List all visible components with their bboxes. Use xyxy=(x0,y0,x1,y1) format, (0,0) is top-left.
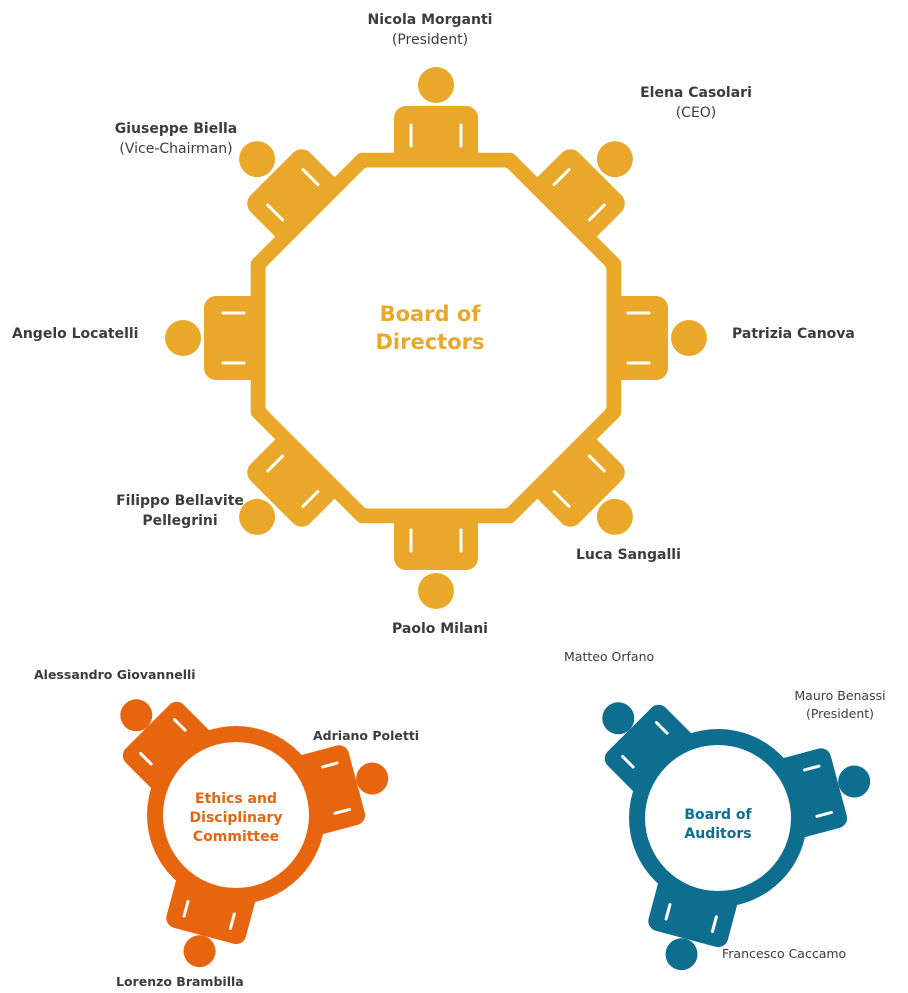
round-table-inner xyxy=(163,742,309,888)
member-label-luca-sangalli: Luca Sangalli xyxy=(576,547,681,563)
member-role: (President) xyxy=(805,706,875,721)
chair-armrest-mark xyxy=(803,764,821,772)
chair-armrest-mark xyxy=(228,912,236,930)
person-head-icon xyxy=(418,573,454,609)
member-label-matteo-orfano: Matteo Orfano xyxy=(564,649,655,664)
person-head-icon xyxy=(418,67,454,103)
member-label-alessandro-giovannelli: Alessandro Giovannelli xyxy=(34,667,196,682)
chair-shape xyxy=(604,704,695,795)
person-head-icon xyxy=(602,702,635,735)
chair-armrest-mark xyxy=(621,754,635,769)
chair-armrest-mark xyxy=(301,168,320,187)
member-label-lorenzo-brambilla: Lorenzo Brambilla xyxy=(116,974,244,989)
chair-armrest-mark xyxy=(552,489,571,508)
person-head-icon xyxy=(356,762,389,795)
member-label-angelo-locatelli: Angelo Locatelli xyxy=(12,326,139,342)
round-table-inner xyxy=(645,745,791,891)
member-label-nicola-morganti: Nicola Morganti (President) xyxy=(330,10,530,50)
member-name: Mauro Benassi xyxy=(794,688,886,703)
seat-alessandro-giovannelli xyxy=(120,699,213,792)
chair-armrest-mark xyxy=(587,203,606,222)
member-name-line1: Filippo Bellavite xyxy=(116,493,244,509)
member-label-giuseppe-biella: Giuseppe Biella (Vice-Chairman) xyxy=(76,119,276,159)
ethics-committee-title-line2: Disciplinary xyxy=(189,810,283,826)
board-of-directors-title-line2: Directors xyxy=(375,330,485,354)
chair-armrest-mark xyxy=(266,203,285,222)
ethics-committee-diagram xyxy=(120,699,389,968)
member-role: (CEO) xyxy=(675,105,717,121)
member-name-line2: Pellegrini xyxy=(142,513,218,529)
member-label-adriano-poletti: Adriano Poletti xyxy=(313,728,420,743)
member-label-filippo-bellavite-pellegrini: Filippo Bellavite Pellegrini xyxy=(80,491,280,531)
member-label-paolo-milani: Paolo Milani xyxy=(392,621,488,637)
octagon-table-inner xyxy=(265,167,607,509)
chair-armrest-mark xyxy=(815,810,833,818)
person-head-icon xyxy=(183,935,216,968)
chair-shape xyxy=(122,701,213,792)
member-label-patrizia-canova: Patrizia Canova xyxy=(732,326,855,342)
chair-armrest-mark xyxy=(139,751,153,766)
chair-armrest-mark xyxy=(552,168,571,187)
member-role: (President) xyxy=(391,32,469,48)
chair-armrest-mark xyxy=(587,454,606,473)
chair-armrest-mark xyxy=(664,903,672,921)
person-head-icon xyxy=(671,320,707,356)
board-of-auditors-title-line2: Auditors xyxy=(684,826,752,842)
chair-armrest-mark xyxy=(333,807,351,815)
person-head-icon xyxy=(239,141,276,178)
member-name: Nicola Morganti xyxy=(367,12,493,28)
board-of-directors-title-line1: Board of xyxy=(379,302,481,326)
seat-matteo-orfano xyxy=(602,702,695,795)
person-head-icon xyxy=(239,498,276,535)
person-head-icon xyxy=(665,938,698,971)
ethics-committee-title-line3: Committee xyxy=(192,829,280,845)
chair-armrest-mark xyxy=(172,718,187,732)
chair-armrest-mark xyxy=(266,454,285,473)
member-label-elena-casolari: Elena Casolari (CEO) xyxy=(596,83,796,123)
person-head-icon xyxy=(596,498,633,535)
board-of-auditors-title: Board of Auditors xyxy=(668,806,768,844)
person-head-icon xyxy=(596,141,633,178)
member-role: (Vice-Chairman) xyxy=(119,141,233,157)
board-of-directors-diagram xyxy=(165,67,707,609)
person-head-icon xyxy=(165,320,201,356)
member-name: Elena Casolari xyxy=(640,85,752,101)
ethics-committee-title: Ethics and Disciplinary Committee xyxy=(156,790,316,847)
chair-armrest-mark xyxy=(301,489,320,508)
chair-armrest-mark xyxy=(321,761,339,769)
board-of-auditors-title-line1: Board of xyxy=(684,807,752,823)
member-label-francesco-caccamo: Francesco Caccamo xyxy=(722,946,847,961)
person-head-icon xyxy=(838,765,871,798)
ethics-committee-title-line1: Ethics and xyxy=(195,791,277,807)
person-head-icon xyxy=(120,699,153,732)
chair-armrest-mark xyxy=(710,915,718,933)
board-of-directors-title: Board of Directors xyxy=(350,300,510,356)
member-label-mauro-benassi: Mauro Benassi (President) xyxy=(770,687,908,723)
chair-armrest-mark xyxy=(182,900,190,918)
chair-armrest-mark xyxy=(654,721,669,735)
board-of-auditors-diagram xyxy=(602,702,871,971)
member-name: Giuseppe Biella xyxy=(114,121,238,137)
